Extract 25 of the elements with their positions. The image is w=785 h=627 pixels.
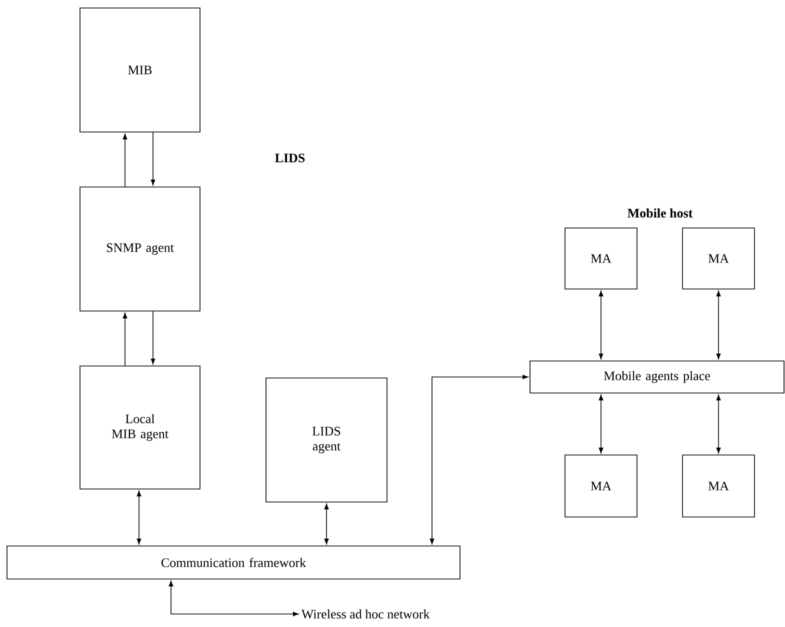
arrow: [716, 290, 721, 360]
process-box: MA: [564, 454, 638, 518]
process-box: Communication framework: [6, 546, 460, 580]
arrow: [716, 394, 721, 454]
network-label: Wireless ad hoc network: [301, 609, 430, 619]
process-box: MA: [682, 228, 755, 290]
arrow: [598, 394, 604, 454]
arrow: [122, 134, 128, 187]
arrow: [324, 504, 329, 544]
process-box: MIB: [80, 8, 200, 132]
arrow: [598, 290, 604, 360]
arrow: [430, 374, 528, 544]
process-box: MA: [682, 454, 755, 518]
group-label: Mobile host: [628, 208, 693, 218]
process-box: MA: [564, 228, 638, 290]
process-box: Mobile agents place: [530, 360, 784, 394]
arrow: [150, 132, 156, 186]
process-box: LIDS agent: [266, 378, 388, 502]
process-box: Local MIB agent: [80, 366, 200, 490]
process-box: SNMP agent: [80, 186, 200, 312]
arrow: [150, 311, 156, 364]
group-label: LIDS: [275, 154, 305, 162]
arrow: [168, 580, 299, 616]
arrow: [136, 490, 142, 544]
arrow: [122, 312, 128, 366]
